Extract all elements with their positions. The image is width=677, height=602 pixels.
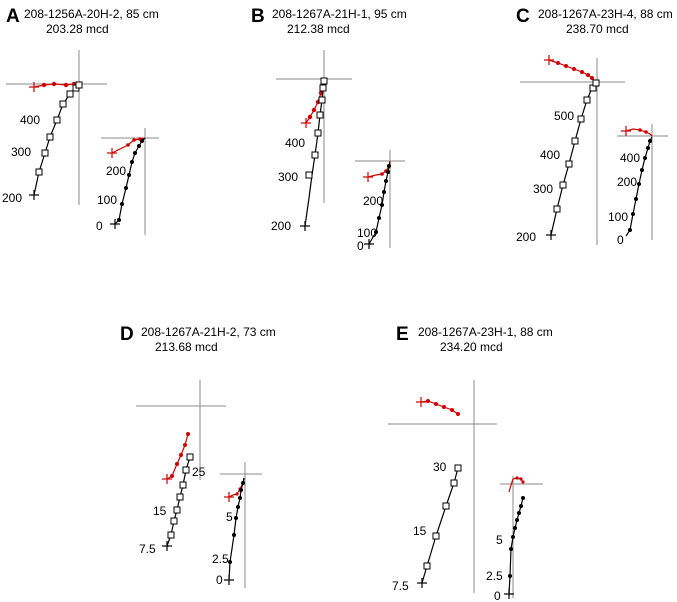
panel-c-left-red-start [544,55,554,65]
panel-b-right-red-start [363,172,373,182]
panel-c-left-black-start [546,230,556,240]
panel-d-right-black-start [224,575,234,585]
panel-a-left-red-dots [41,81,77,88]
panel-c-title: 208-1267A-23H-4, 88 cm [538,7,673,21]
panel-e-left-black-start [417,578,427,588]
panel-b-title: 208-1267A-21H-1, 95 cm [272,7,407,21]
panel-b-right-tick-1: 200 [363,194,383,208]
panel-e-left-tick-1: 30 [433,460,447,474]
panel-c-right-tick-4: 0 [617,233,624,247]
panel-c-right-red-path [625,128,653,137]
panel-a-left-tick-2: 300 [11,145,31,159]
panel-a-right-tick-2: 100 [97,193,117,207]
panel-b-left-squares [305,77,328,179]
panel-b-left-black-start [300,221,310,231]
panel-c-depth: 238.70 mcd [566,22,629,36]
panel-d-right-red-start [224,492,234,502]
panel-c-right-tick-3: 100 [608,210,628,224]
panel-e-left-red-path [420,400,459,415]
panel-e-left-squares [423,464,462,570]
panel-c-letter: C [516,6,530,27]
panel-c: C 208-1267A-23H-4, 88 cm 238.70 mcd 500 … [516,6,673,247]
panel-d-left-red-start [162,474,172,484]
panel-d-left-squares [167,453,194,539]
panel-b: B 208-1267A-21H-1, 95 cm 212.38 mcd 400 … [251,6,407,253]
panel-b-depth: 212.38 mcd [287,22,350,36]
panel-c-left-tick-3: 300 [533,182,553,196]
panel-b-right-red-path [367,160,391,178]
panel-e-right-black-dots [508,496,525,578]
panel-a-right-black-path [114,137,146,225]
panel-a-left-squares [35,81,83,176]
panel-b-left-tick-3: 200 [271,219,291,233]
panel-d-right-tick-2: 2.5 [212,552,229,566]
panel-a-left-tick-3: 200 [2,191,22,205]
panel-a-depth: 203.28 mcd [46,22,109,36]
panel-d-title: 208-1267A-21H-2, 73 cm [141,325,276,339]
panel-e-left-tick-3: 7.5 [392,579,409,593]
panel-e-left-tick-2: 15 [413,524,427,538]
panel-e-right-black-start [504,589,514,599]
panel-d-right-tick-1: 5 [226,510,233,524]
panel-b-right-tick-2: 100 [357,226,377,240]
panel-d-left-tick-1: 25 [192,465,206,479]
panel-b-right-black-dots [374,164,391,234]
panel-e-depth: 234.20 mcd [440,340,503,354]
panel-c-left-red-dots [556,61,594,80]
panel-a-title: 208-1256A-20H-2, 85 cm [24,7,159,21]
panel-d-left-red-dots [170,432,190,478]
panel-e-right-tick-2: 2.5 [486,569,503,583]
panel-b-right-black-start [364,239,374,249]
panel-b-letter: B [251,6,265,27]
panel-d-right-black-dots [228,481,245,564]
panel-c-right-tick-2: 200 [617,175,637,189]
panel-a-left-black-start [29,190,39,200]
panel-d-left-tick-2: 15 [153,504,167,518]
panel-a-left-tick-1: 400 [20,113,40,127]
panel-d-depth: 213.68 mcd [155,340,218,354]
panel-a-letter: A [6,6,20,27]
panel-e-right-red-dots [515,476,525,484]
panel-c-left-tick-1: 500 [554,109,574,123]
panel-b-left-tick-1: 400 [285,136,305,150]
panel-c-right-black-dots [628,139,652,232]
panel-e-right-tick-1: 5 [496,533,503,547]
panel-b-left-tick-2: 300 [278,170,298,184]
panel-c-right-black-path [625,136,653,237]
panel-d-left-tick-3: 7.5 [139,542,156,556]
panel-c-left-tick-2: 400 [540,148,560,162]
panel-e-title: 208-1267A-23H-1, 88 cm [418,325,553,339]
panel-a: A 208-1256A-20H-2, 85 cm 203.28 mcd 400 … [2,6,159,235]
panel-a-right-red-start [107,148,117,158]
panel-a-right-tick-1: 200 [106,164,126,178]
panel-e-right-tick-3: 0 [494,589,501,602]
panel-e-letter: E [396,324,409,345]
panel-b-right-tick-3: 0 [357,239,364,253]
panel-a-right-black-start [110,219,120,229]
panel-e: E 208-1267A-23H-1, 88 cm 234.20 mcd 30 1… [388,324,553,602]
panel-a-left-red-start [29,82,39,92]
panel-d-letter: D [120,324,134,345]
panel-b-left-red-start [301,118,311,128]
panel-a-right-tick-3: 0 [96,219,103,233]
panel-e-left-red-start [416,397,426,407]
panel-a-right-black-dots [117,139,144,222]
panel-c-right-tick-1: 400 [620,151,640,165]
panel-e-left-red-dots [426,399,460,416]
panel-a-left-black-path [33,84,80,196]
panel-c-left-squares [553,79,600,213]
panel-d-left-black-start [162,541,172,551]
panel-d-right-tick-3: 0 [216,573,223,587]
panel-c-right-red-dots [638,128,648,134]
panel-c-left-tick-4: 200 [516,230,536,244]
panel-d: D 208-1267A-21H-2, 73 cm 213.68 mcd 25 1… [120,324,276,588]
panel-c-right-red-start [621,126,631,136]
